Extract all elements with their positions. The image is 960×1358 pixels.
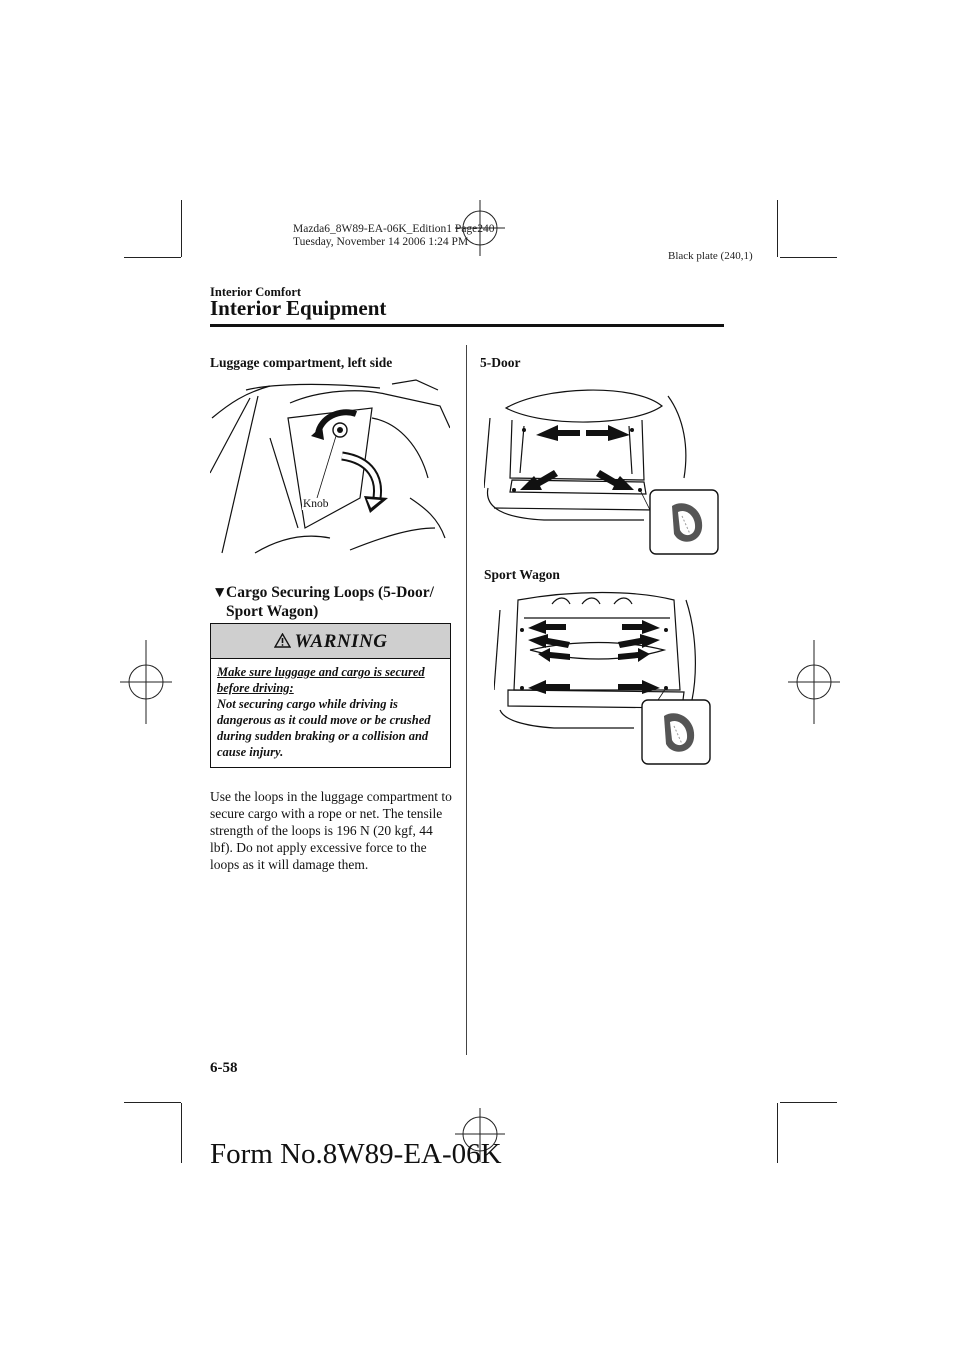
column-divider (466, 345, 467, 1055)
warning-triangle-icon (273, 632, 291, 654)
warning-title: WARNING (294, 631, 388, 652)
file-info: Mazda6_8W89-EA-06K_Edition1 Page240 Tues… (293, 223, 495, 249)
subheading-line2: Sport Wagon) (226, 603, 319, 620)
figure-caption-sport-wagon: Sport Wagon (484, 567, 560, 582)
sport-wagon-cargo-loops-illustration (494, 591, 711, 765)
file-info-line1: Mazda6_8W89-EA-06K_Edition1 Page240 (293, 223, 495, 235)
luggage-compartment-illustration (210, 379, 450, 554)
body-paragraph: Use the loops in the luggage compartment… (210, 789, 452, 872)
form-number: Form No.8W89-EA-06K (210, 1138, 502, 1170)
five-door-cargo-loops-illustration (484, 389, 719, 555)
warning-body: Make sure luggage and cargo is secured b… (217, 664, 445, 760)
subheading-line1: Cargo Securing Loops (5-Door/ (226, 584, 434, 601)
figure-caption-luggage: Luggage compartment, left side (210, 355, 393, 370)
plate-label: Black plate (240,1) (668, 250, 753, 262)
warning-text: Not securing cargo while driving is dang… (217, 697, 431, 759)
page-number: 6-58 (210, 1060, 238, 1076)
file-info-line2: Tuesday, November 14 2006 1:24 PM (293, 236, 469, 248)
warning-lead: Make sure luggage and cargo is secured b… (217, 665, 425, 695)
knob-callout: Knob (302, 498, 330, 510)
warning-header: WARNING (211, 624, 450, 659)
warning-box: WARNING Make sure luggage and cargo is s… (210, 623, 451, 768)
subheading-cargo-loops: ▼Cargo Securing Loops (5-Door/ Sport Wag… (212, 583, 452, 621)
page-title: Interior Equipment (210, 296, 387, 320)
triangle-bullet-icon: ▼ (212, 584, 228, 601)
figure-caption-5door: 5-Door (480, 355, 521, 370)
title-rule (210, 324, 724, 327)
section-label: Interior Comfort (210, 285, 302, 299)
